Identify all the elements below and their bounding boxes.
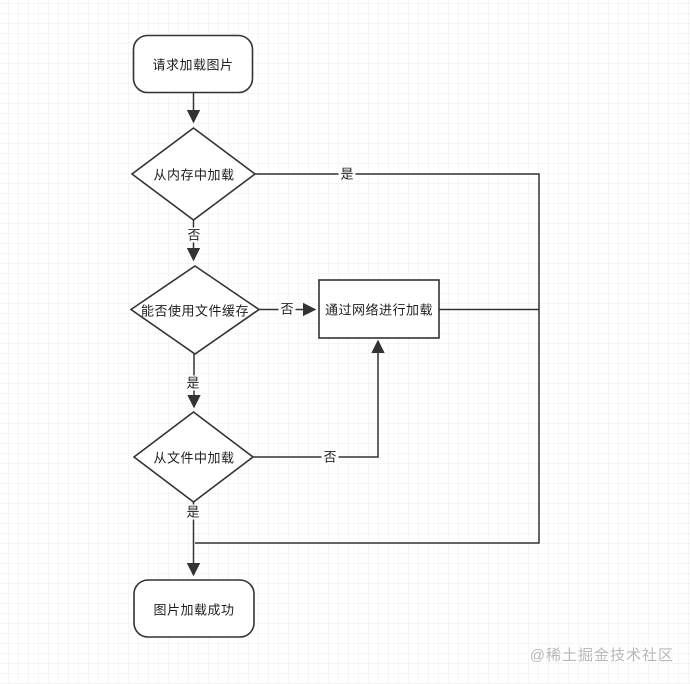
decision-file-cache-label: 能否使用文件缓存	[140, 303, 250, 319]
edge-label-cache-no: 否	[278, 301, 296, 317]
decision-file-label: 从文件中加载	[153, 450, 235, 466]
start-node-label: 请求加载图片	[152, 57, 234, 73]
start-node-shape	[132, 34, 254, 94]
decision-memory-shape	[130, 127, 257, 221]
edge-label-file-yes: 是	[184, 504, 202, 520]
decision-memory-label: 从内存中加载	[153, 167, 235, 183]
process-network-label: 通过网络进行加载	[324, 302, 434, 318]
end-node-shape	[133, 579, 255, 638]
edge-label-file-no: 否	[321, 449, 339, 465]
process-network-shape	[318, 279, 440, 339]
edge-label-memory-yes: 是	[338, 166, 356, 182]
edge-memory-yes-loop	[195, 173, 540, 544]
watermark-text: @稀土掘金技术社区	[529, 647, 674, 664]
decision-file-shape	[132, 410, 255, 504]
edge-file-no-to-network	[253, 339, 385, 458]
edge-label-memory-no: 否	[185, 227, 203, 243]
edge-label-cache-yes: 是	[184, 375, 202, 391]
decision-file-cache-shape	[129, 265, 261, 355]
end-node-label: 图片加载成功	[153, 602, 235, 618]
